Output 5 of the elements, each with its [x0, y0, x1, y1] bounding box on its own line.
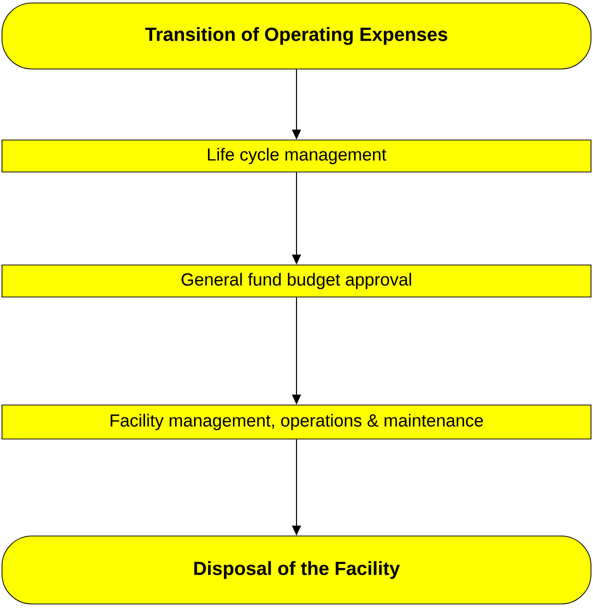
process-box: Life cycle management	[2, 140, 592, 172]
terminal-box: Transition of Operating Expenses	[2, 2, 592, 70]
process-box: Facility management, operations & maintenance	[2, 404, 592, 440]
process-box: General fund budget approval	[2, 264, 592, 298]
terminal-box: Disposal of the Facility	[2, 536, 592, 604]
